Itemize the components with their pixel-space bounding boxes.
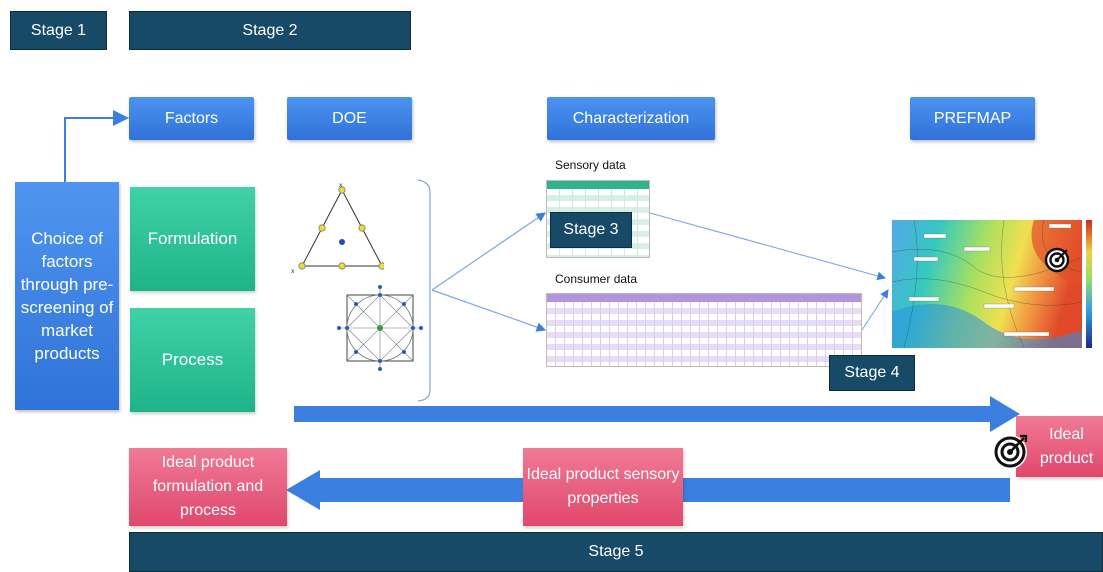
choice-of-factors-box: Choice of factors through pre-screening … — [15, 182, 119, 410]
prefmap-target-icon — [1044, 247, 1070, 273]
factors-header: Factors — [129, 97, 254, 140]
stage-4-label: Stage 4 — [829, 355, 915, 391]
consumer-to-prefmap-arrow — [861, 289, 889, 331]
sensory-data-label: Sensory data — [555, 158, 626, 172]
doe-bracket — [417, 179, 431, 402]
stage-1-label: Stage 1 — [10, 11, 107, 50]
stage-5-label: Stage 5 — [129, 532, 1103, 572]
ideal-formulation-process-box: Ideal product formulation and process — [129, 448, 287, 526]
prefmap-header: PREFMAP — [910, 97, 1035, 140]
prefmap-contour-plot — [891, 219, 1092, 349]
svg-text:x: x — [339, 182, 343, 189]
consumer-data-table — [546, 293, 862, 367]
doe-header: DOE — [287, 97, 412, 140]
choice-to-factors-connector — [64, 110, 129, 182]
sensory-to-prefmap-arrow — [649, 212, 887, 281]
arrow-to-consumer — [431, 289, 547, 332]
ideal-sensory-properties-box: Ideal product sensory properties — [523, 448, 683, 526]
svg-text:x: x — [291, 268, 295, 275]
characterization-header: Characterization — [547, 97, 715, 140]
consumer-data-label: Consumer data — [555, 272, 638, 286]
arrow-to-sensory — [431, 212, 546, 291]
central-composite-design-icon — [337, 285, 423, 371]
stage-2-label: Stage 2 — [129, 11, 411, 50]
simplex-design-icon: x x x — [291, 182, 384, 275]
forward-arrow — [294, 396, 1020, 432]
target-icon — [992, 434, 1028, 470]
formulation-box: Formulation — [130, 187, 255, 291]
ideal-product-box: Ideal product — [1016, 416, 1103, 477]
stage-3-label: Stage 3 — [550, 212, 632, 248]
process-box: Process — [130, 308, 255, 412]
